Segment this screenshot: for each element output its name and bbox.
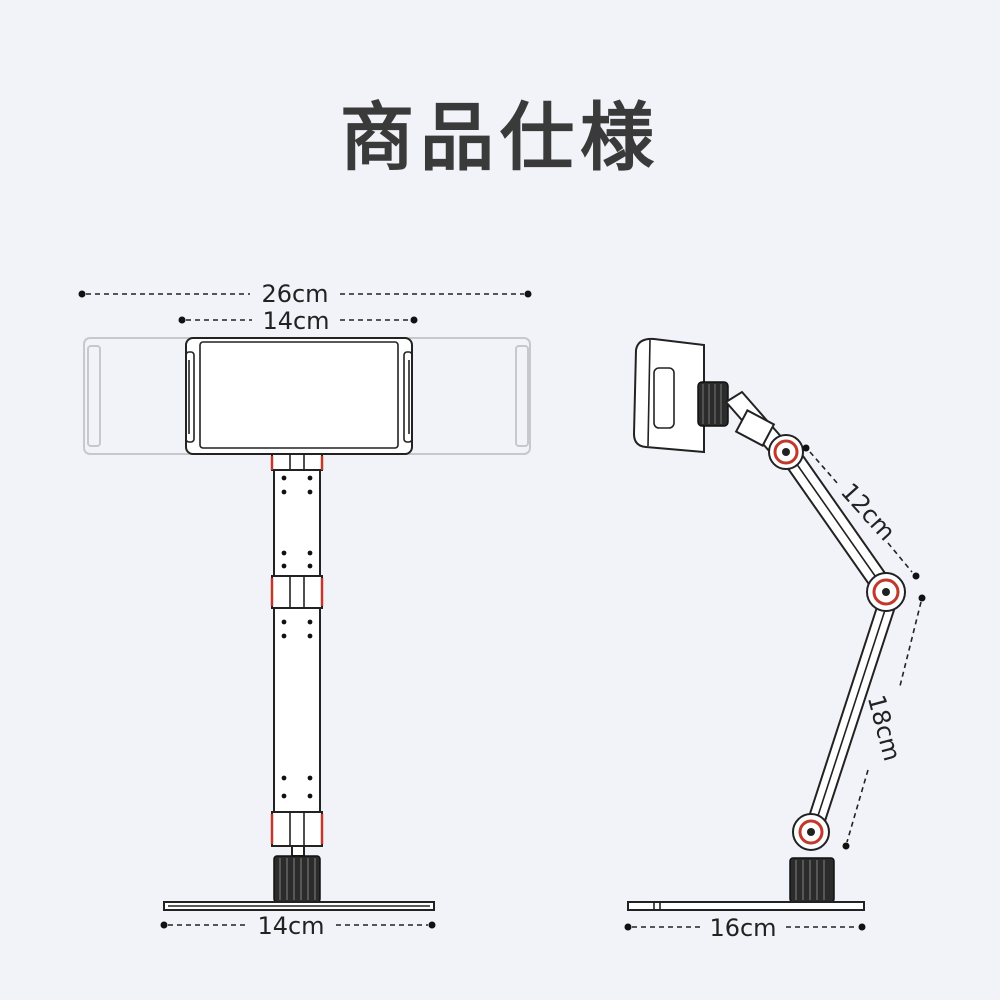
side-base [627, 901, 865, 911]
ghost-clamp-right [397, 337, 531, 455]
side-head-knob [697, 381, 729, 427]
dim-label-holder-width: 14cm [262, 307, 329, 335]
front-upper-connector [270, 453, 324, 471]
front-upper-tube [273, 469, 321, 577]
dim-label-lower-arm: 18cm [862, 692, 906, 764]
dimension-front-base-width: 14cm [160, 912, 436, 940]
front-lower-tube [273, 607, 321, 813]
side-joint-middle [866, 572, 906, 612]
front-knob [273, 855, 321, 903]
side-base-knob [789, 857, 835, 903]
front-lower-connector [270, 811, 324, 857]
side-clamp-head [632, 337, 705, 454]
dimension-front-overall-width: 26cm [78, 280, 532, 308]
dim-label-side-base-width: 16cm [709, 914, 776, 942]
front-middle-joint [270, 575, 324, 609]
side-joint-bottom [792, 813, 830, 851]
side-joint-top [768, 434, 804, 470]
dimension-side-base-width: 16cm [624, 914, 866, 942]
front-view: 26cm 14cm 14cm [78, 280, 532, 940]
page-title: 商品仕様 [340, 95, 660, 181]
dim-label-overall-width: 26cm [261, 280, 328, 308]
front-base [163, 901, 435, 911]
side-view: 12cm 18cm 16cm [624, 337, 926, 942]
phone-holder [185, 337, 413, 455]
dim-label-base-width: 14cm [257, 912, 324, 940]
dimension-front-holder-width: 14cm [178, 307, 418, 335]
